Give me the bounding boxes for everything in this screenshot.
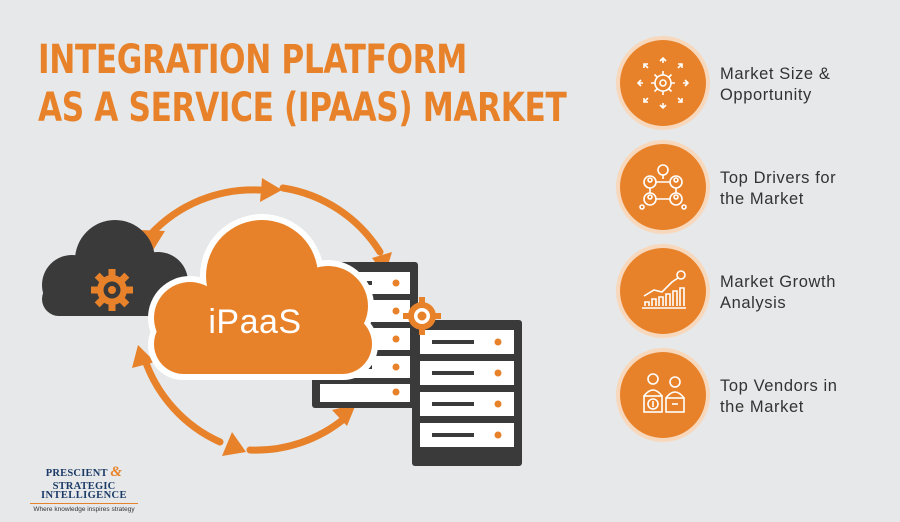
feature-top-drivers: Top Drivers for the Market [620,144,890,234]
logo-ampersand: & [110,464,123,480]
feature-market-size: Market Size & Opportunity [620,40,890,130]
logo-divider [30,503,138,504]
logo-word-2: STRATEGIC [52,481,116,492]
growth-chart-icon [642,270,686,309]
feature-market-growth: Market Growth Analysis [620,248,890,338]
logo-line-2: INTELLIGENCE [41,490,127,501]
dark-cloud-gear-icon [91,269,133,311]
title-line-2: AS A SERVICE (IPAAS) MARKET [38,85,567,131]
logo-tagline: Where knowledge inspires strategy [33,506,135,513]
logo-word-1: PRESCIENT [45,468,108,479]
vendors-icon [643,373,685,413]
feature-icon-circle [620,144,706,230]
logo-line-1: PRESCIENT & STRATEGIC [24,464,144,492]
ipaas-label: iPaaS [208,303,302,341]
feature-icon-circle [620,352,706,438]
small-gear-icon [403,297,441,335]
feature-label: Market Growth Analysis [720,273,836,312]
page-title: INTEGRATION PLATFORM AS A SERVICE (IPAAS… [38,36,567,132]
feature-label: Market Size & Opportunity [720,65,831,104]
title-line-1: INTEGRATION PLATFORM [38,37,467,83]
feature-icon-circle [620,248,706,334]
cycle-arrowheads [132,178,392,456]
company-logo: PRESCIENT & STRATEGIC INTELLIGENCE Where… [24,464,144,513]
feature-top-vendors: Top Vendors in the Market [620,352,890,442]
cycle-arrows [141,184,384,454]
feature-icon-circle [620,40,706,126]
ipaas-cloud [148,214,378,380]
gear-network-icon [636,56,690,110]
server-rack-front [412,320,522,466]
people-network-icon [639,164,687,210]
feature-label: Top Drivers for the Market [720,169,837,208]
feature-label: Top Vendors in the Market [720,377,838,416]
